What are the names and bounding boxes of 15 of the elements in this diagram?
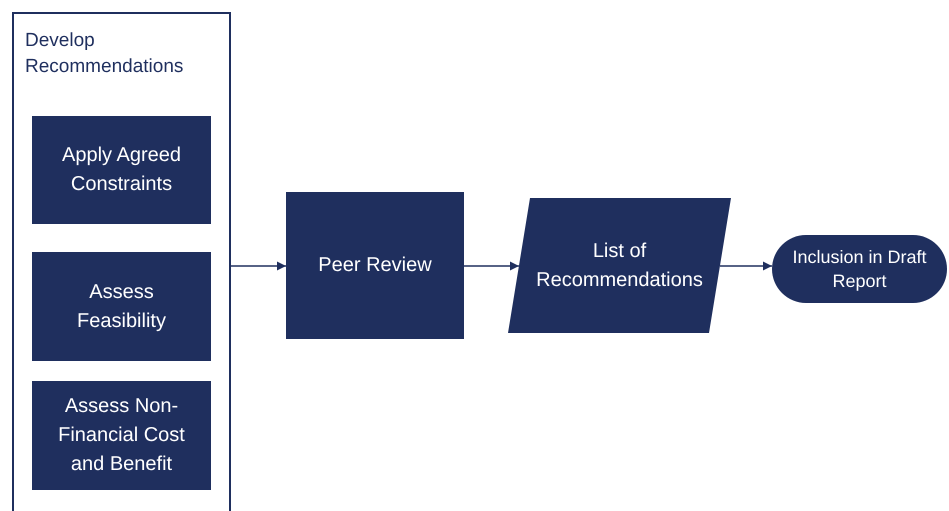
process-box: [32, 252, 211, 361]
group-container: [12, 12, 231, 511]
node-label: Develop Recommendations: [25, 30, 184, 77]
arrow: [464, 262, 519, 270]
process-box: [32, 381, 211, 490]
process-box: [32, 116, 211, 224]
node-label: Inclusion in Draft Report: [791, 246, 928, 293]
process-box: [286, 192, 464, 339]
arrow: [720, 262, 772, 270]
arrow: [231, 262, 286, 270]
node-label: Assess Non-Financial Cost and Benefit: [57, 394, 186, 477]
node-label: List of Recommendations: [535, 238, 704, 292]
node-label: Assess Feasibility: [76, 280, 167, 334]
node-label: Apply Agreed Constraints: [61, 143, 182, 197]
node-label: Peer Review: [318, 253, 432, 278]
